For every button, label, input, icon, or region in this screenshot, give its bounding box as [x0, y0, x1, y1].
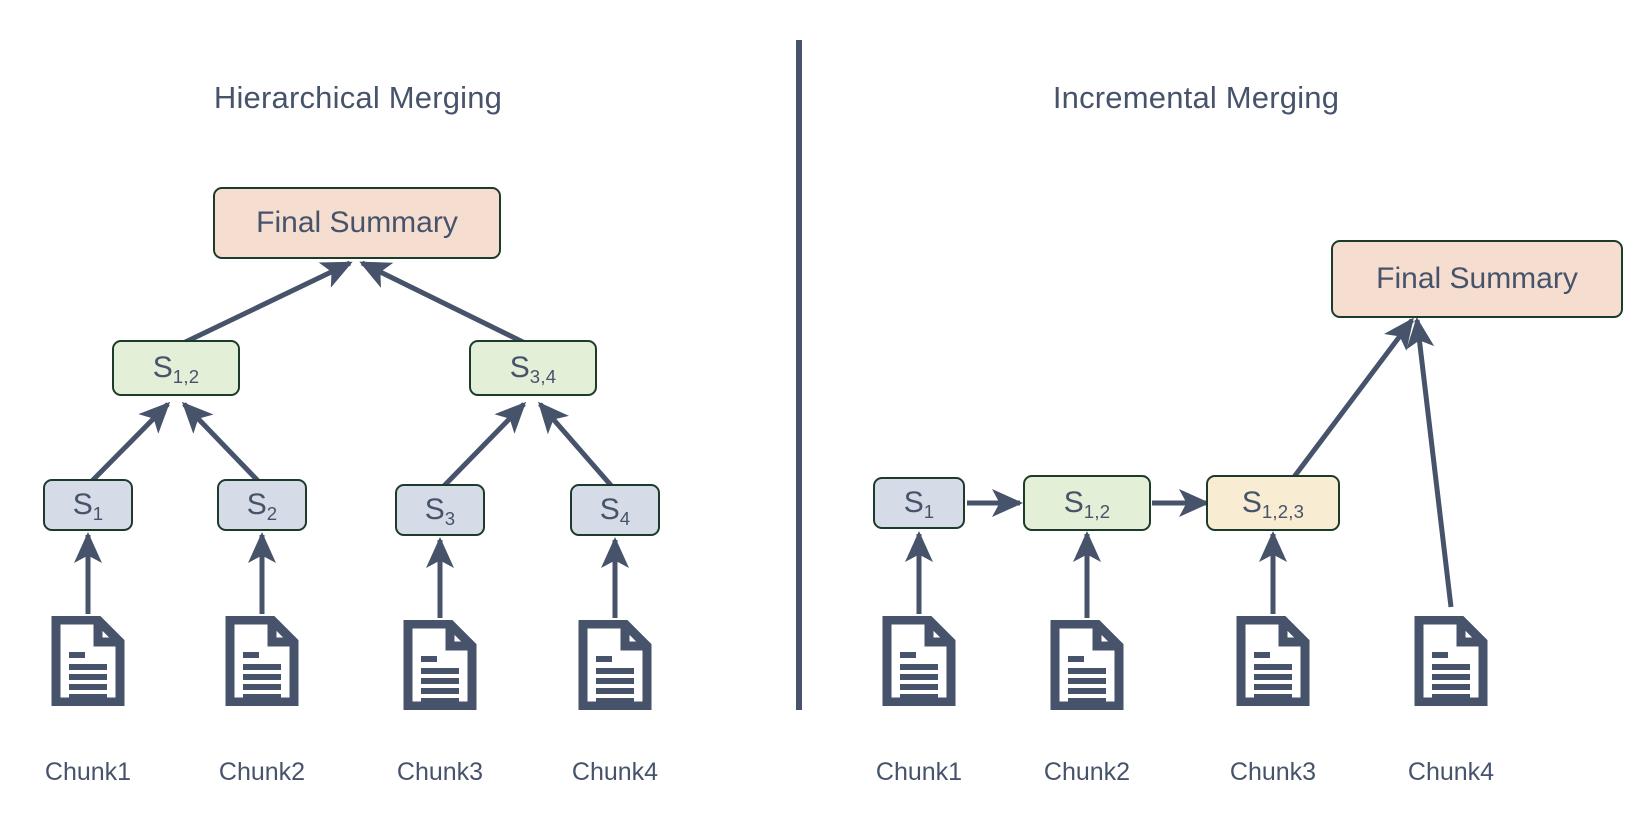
edge-s4-to-s34: [538, 401, 617, 492]
edge-s2-to-s12: [181, 401, 264, 487]
document-icon: [51, 615, 125, 711]
document-icon: [1050, 619, 1124, 715]
chunk-label: Chunk1: [875, 758, 963, 786]
document-icon: [1236, 615, 1310, 711]
edge-r-chunk4-to-final: [1406, 317, 1454, 608]
chunk-label: Chunk3: [1229, 758, 1317, 786]
chunk-label: Chunk1: [44, 758, 132, 786]
document-icon: [578, 619, 652, 715]
node-final-summary-left[interactable]: Final Summary: [213, 187, 501, 259]
edge-s34-to-final: [359, 260, 535, 350]
document-icon: [403, 619, 477, 715]
edge-s12-to-final: [173, 260, 353, 350]
edge-s3-to-s34: [438, 401, 527, 492]
node-label: Final Summary: [1376, 262, 1578, 295]
edge-r-s123-to-final: [1292, 317, 1414, 479]
chunk-label: Chunk4: [1407, 758, 1495, 786]
node-final-summary-right[interactable]: Final Summary: [1331, 240, 1623, 318]
panel-title-right: Incremental Merging: [1052, 80, 1340, 115]
chunk-label: Chunk4: [571, 758, 659, 786]
document-icon: [1414, 615, 1488, 711]
document-icon: [225, 615, 299, 711]
chunk-label: Chunk2: [1043, 758, 1131, 786]
node-label: Final Summary: [256, 206, 458, 239]
document-icon: [882, 615, 956, 711]
panel-title-left: Hierarchical Merging: [213, 80, 503, 115]
chunk-label: Chunk3: [396, 758, 484, 786]
chunk-label: Chunk2: [218, 758, 306, 786]
edge-s1-to-s12: [86, 401, 171, 487]
